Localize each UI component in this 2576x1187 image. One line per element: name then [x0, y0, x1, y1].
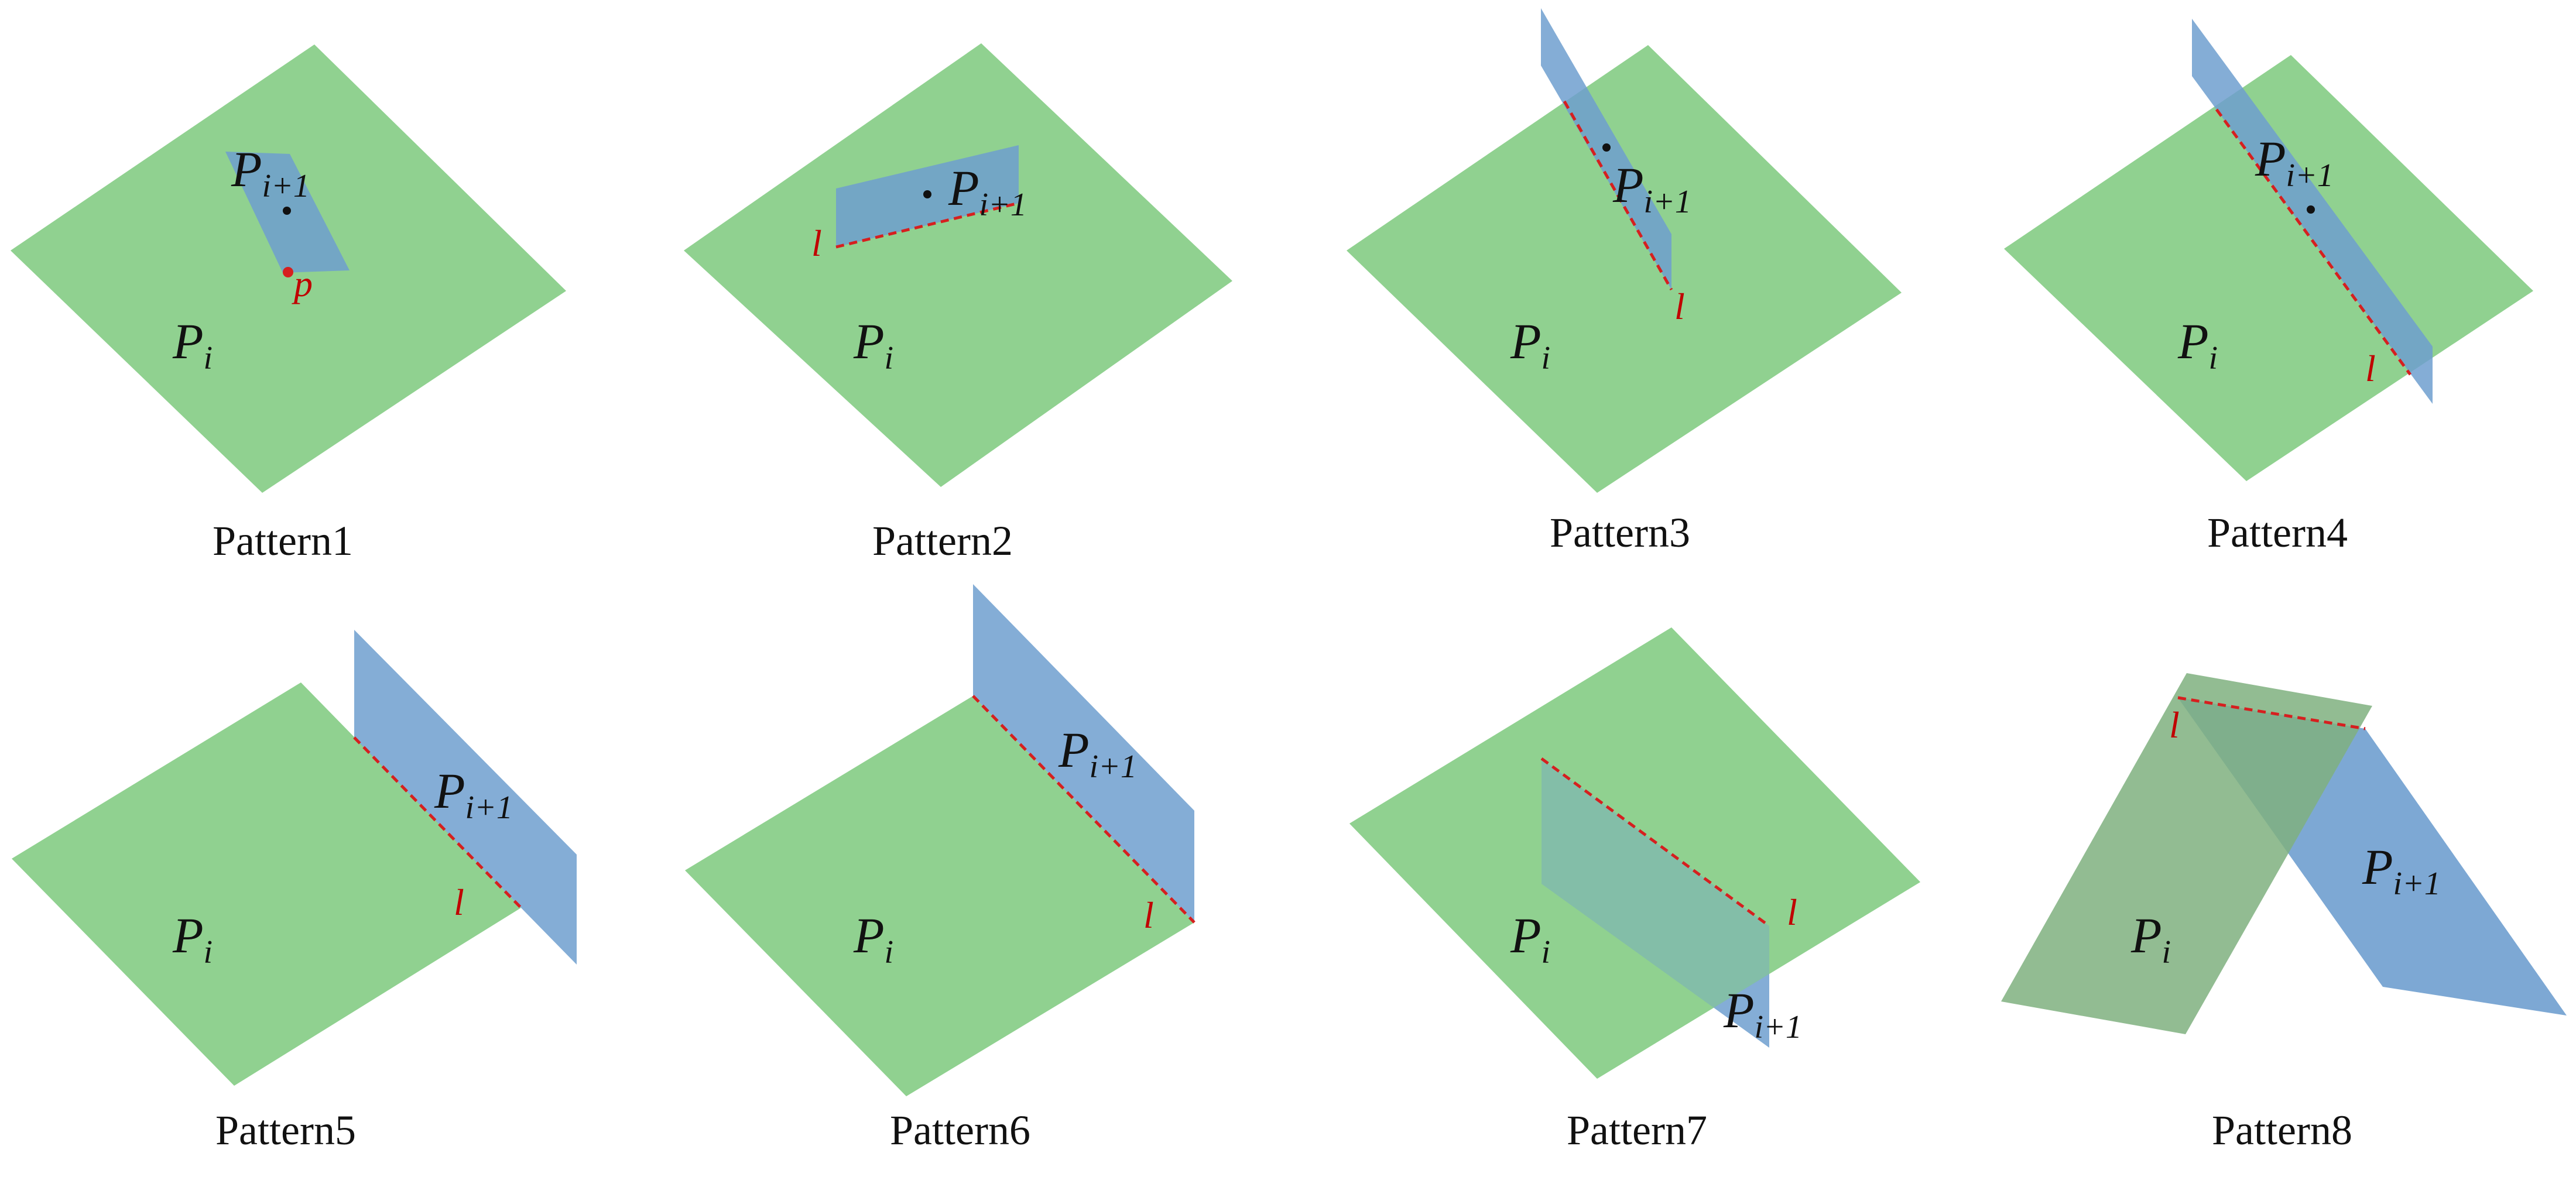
label-p-i1: Pi+1 [231, 141, 310, 204]
label-p-i1: Pi+1 [434, 763, 513, 826]
pattern-8: l Pi+1 Pi Pattern8 [2001, 673, 2567, 1154]
plane-p-i [12, 682, 521, 1086]
label-l: l [811, 222, 822, 264]
pattern-7: l Pi+1 Pi Pattern7 [1349, 627, 1920, 1154]
caption-pattern-2: Pattern2 [872, 517, 1013, 564]
plane-p-i1 [354, 630, 577, 965]
intersection-line-l [2215, 108, 2412, 376]
plane-p-i [2001, 673, 2372, 1034]
point-p [283, 267, 293, 277]
label-p-i1: Pi+1 [1612, 157, 1691, 220]
pattern-6: l Pi+1 Pi Pattern6 [685, 584, 1195, 1154]
label-p-i: Pi [172, 907, 213, 970]
intersection-line-l [1563, 100, 1673, 291]
plane-p-i1 [973, 584, 1194, 922]
pattern-4: l Pi+1 Pi Pattern4 [2004, 19, 2533, 556]
label-p-i1: Pi+1 [948, 160, 1027, 223]
label-p: p [292, 263, 313, 304]
plane-p-i [2004, 55, 2533, 481]
label-l: l [2169, 704, 2180, 746]
label-p-i: Pi [853, 907, 893, 970]
label-p-i1: Pi+1 [1058, 722, 1137, 785]
caption-pattern-6: Pattern6 [890, 1107, 1030, 1154]
intersection-line-l [835, 201, 1019, 249]
label-p-i1: Pi+1 [1723, 982, 1802, 1045]
point-dot [1602, 143, 1611, 152]
label-p-i: Pi [2177, 313, 2218, 376]
label-l: l [1143, 894, 1154, 936]
label-l: l [1674, 286, 1685, 327]
caption-pattern-5: Pattern5 [215, 1107, 356, 1154]
label-p-i: Pi [1510, 907, 1550, 970]
label-l: l [454, 881, 464, 923]
pattern-1: p Pi+1 Pi Pattern1 [11, 44, 566, 564]
plane-p-i-overlay [1349, 627, 1920, 1079]
caption-pattern-1: Pattern1 [213, 517, 353, 564]
label-p-i1: Pi+1 [2362, 839, 2441, 902]
plane-p-i [1347, 45, 1902, 493]
pattern-5: l Pi+1 Pi Pattern5 [12, 630, 577, 1154]
caption-pattern-4: Pattern4 [2207, 509, 2348, 556]
plane-p-i [685, 696, 1194, 1096]
point-dot [2307, 205, 2315, 214]
pattern-2: l Pi+1 Pi Pattern2 [684, 43, 1232, 564]
label-p-i: Pi [172, 313, 213, 376]
intersection-line-l [972, 695, 1195, 924]
caption-pattern-8: Pattern8 [2212, 1107, 2352, 1154]
intersection-line-l [1540, 757, 1770, 928]
intersection-line-l [2177, 696, 2366, 730]
label-l: l [2365, 348, 2376, 389]
label-p-i: Pi [1510, 313, 1550, 376]
point-dot [923, 190, 931, 198]
label-p-i1: Pi+1 [2255, 131, 2334, 194]
label-p-i: Pi [2130, 907, 2171, 970]
label-l: l [1787, 891, 1797, 933]
caption-pattern-7: Pattern7 [1567, 1107, 1707, 1154]
caption-pattern-3: Pattern3 [1550, 509, 1690, 556]
pattern-3: l Pi+1 Pi Pattern3 [1347, 8, 1902, 556]
plane-p-i [684, 43, 1232, 487]
point-dot [283, 207, 291, 215]
label-p-i: Pi [853, 313, 893, 376]
